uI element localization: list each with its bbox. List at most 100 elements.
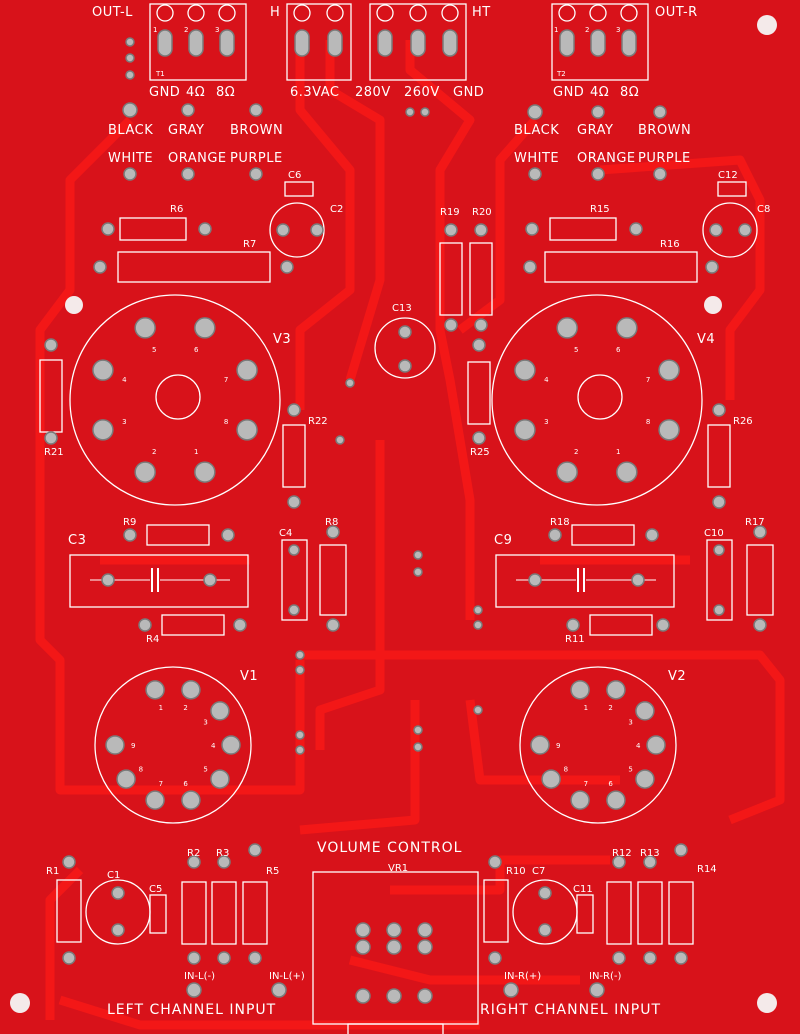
tube-pin-number: 6 <box>616 346 621 354</box>
label-left-channel-input: LEFT CHANNEL INPUT <box>107 1002 276 1018</box>
tube-pin-pad <box>92 359 114 381</box>
pin-label: 4Ω <box>186 85 205 100</box>
tube-pin-pad <box>181 680 201 700</box>
tube-pin-pad <box>530 735 550 755</box>
ref-c11: C11 <box>573 884 593 895</box>
wire-label: BROWN <box>638 123 691 138</box>
slot-num: 2 <box>184 26 188 34</box>
tube-pin-pad <box>616 317 638 339</box>
tube-pin-pad <box>236 419 258 441</box>
ref-r4: R4 <box>146 634 159 645</box>
tube-pin-number: 2 <box>152 448 156 456</box>
tube-pin-number: 3 <box>122 418 126 426</box>
ref-v1: V1 <box>240 669 258 684</box>
ref-r20: R20 <box>472 207 492 218</box>
wire-label: PURPLE <box>638 151 691 166</box>
tube-pin-pad <box>134 461 156 483</box>
tube-pin-pad <box>635 701 655 721</box>
tube-pin-number: 3 <box>628 718 632 726</box>
tube-pin-pad <box>221 735 241 755</box>
component-labels: C6 C2 R6 R7 R19 R20 R15 R16 C12 C8 C13 V… <box>44 170 770 895</box>
terminal-block-ht[interactable] <box>369 3 467 81</box>
ref-r26: R26 <box>733 416 753 427</box>
label-out-l: OUT-L <box>92 5 133 20</box>
tube-pin-pad <box>606 680 626 700</box>
tube-pin-pad <box>635 769 655 789</box>
tube-pin-pad <box>210 701 230 721</box>
tube-pin-number: 1 <box>616 448 620 456</box>
ref-r1: R1 <box>46 866 59 877</box>
tube-socket-v3[interactable] <box>69 294 281 506</box>
tube-pin-pad <box>570 680 590 700</box>
tube-pin-number: 3 <box>203 718 207 726</box>
pin-label: GND <box>453 85 484 100</box>
tube-pin-number: 5 <box>203 766 207 774</box>
ref-r19: R19 <box>440 207 460 218</box>
ref-r9: R9 <box>123 517 136 528</box>
ref-r6: R6 <box>170 204 183 215</box>
ref-c2: C2 <box>330 204 343 215</box>
tube-pin-number: 8 <box>564 766 568 774</box>
tube-pin-number: 6 <box>183 780 188 788</box>
tube-pin-number: 9 <box>131 742 135 750</box>
ref-r8: R8 <box>325 517 338 528</box>
tube-pin-pad <box>514 419 536 441</box>
wire-label: BROWN <box>230 123 283 138</box>
ref-r10: R10 <box>506 866 526 877</box>
tube-pin-pad <box>570 790 590 810</box>
tube-pin-number: 7 <box>159 780 163 788</box>
terminal-block-t1[interactable] <box>149 3 247 81</box>
pin-label: 8Ω <box>620 85 639 100</box>
tube-pin-pad <box>116 769 136 789</box>
ref-c7: C7 <box>532 866 545 877</box>
ref-r25: R25 <box>470 447 490 458</box>
tube-pin-number: 8 <box>139 766 143 774</box>
label-h: H <box>270 5 280 20</box>
label-out-r: OUT-R <box>655 5 698 20</box>
tube-pin-pad <box>646 735 666 755</box>
tube-socket-v1[interactable] <box>94 666 252 824</box>
tube-pin-number: 4 <box>211 742 216 750</box>
wire-label: WHITE <box>108 151 153 166</box>
ref-r22: R22 <box>308 416 328 427</box>
label-ht: HT <box>472 5 491 20</box>
terminal-block-h[interactable] <box>286 3 352 81</box>
terminal-block-t2[interactable] <box>551 3 649 81</box>
ref-c4: C4 <box>279 528 292 539</box>
ref-r7: R7 <box>243 239 256 250</box>
slot-num: 1 <box>554 26 558 34</box>
tube-pin-pad <box>514 359 536 381</box>
wire-label: WHITE <box>514 151 559 166</box>
tube-pin-number: 4 <box>544 376 549 384</box>
tube-pin-pad <box>145 790 165 810</box>
ref-v2: V2 <box>668 669 686 684</box>
tube-pin-pad <box>210 769 230 789</box>
ref-r12: R12 <box>612 848 632 859</box>
label-t1: T1 <box>155 70 165 78</box>
tube-pin-number: 2 <box>183 704 187 712</box>
slot-num: 3 <box>215 26 219 34</box>
ref-c9: C9 <box>494 533 512 548</box>
ref-r5: R5 <box>266 866 279 877</box>
tube-socket-v2[interactable] <box>519 666 677 824</box>
ref-r21: R21 <box>44 447 64 458</box>
tube-pin-pad <box>92 419 114 441</box>
ref-r2: R2 <box>187 848 200 859</box>
label-in-l-plus: IN-L(+) <box>269 971 305 982</box>
pin-label: 8Ω <box>216 85 235 100</box>
tube-pin-pad <box>556 461 578 483</box>
ref-c5: C5 <box>149 884 162 895</box>
ref-v4: V4 <box>697 332 715 347</box>
label-in-l-minus: IN-L(-) <box>184 971 215 982</box>
component-footprints <box>10 15 777 1034</box>
wire-pads[interactable] <box>122 37 667 181</box>
ref-r18: R18 <box>550 517 570 528</box>
ref-c13: C13 <box>392 303 412 314</box>
tube-socket-v4[interactable] <box>491 294 703 506</box>
ref-c10: C10 <box>704 528 724 539</box>
wire-label: PURPLE <box>230 151 283 166</box>
slot-num: 3 <box>616 26 620 34</box>
label-t2: T2 <box>556 70 566 78</box>
